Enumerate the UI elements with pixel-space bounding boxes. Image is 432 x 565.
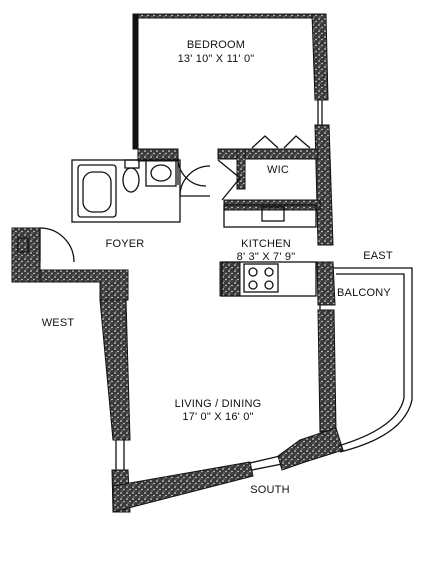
entry-door — [39, 227, 75, 263]
kitchen-sink — [261, 206, 285, 222]
south-wall-right — [277, 427, 344, 471]
bedroom-door — [177, 157, 207, 187]
wic-door-left — [251, 135, 279, 149]
kitchen-door — [217, 159, 241, 201]
living-label: LIVING / DINING — [174, 398, 262, 410]
bath-top-wall — [137, 148, 179, 162]
south-window — [249, 455, 281, 464]
west-label: WEST — [41, 317, 75, 329]
balcony-outline — [333, 267, 413, 453]
kitchen-counter-wall — [219, 261, 241, 297]
south-wall-left — [112, 461, 254, 513]
bedroom-label: BEDROOM — [186, 39, 246, 51]
sink-counter — [145, 159, 177, 187]
burner-3 — [248, 280, 258, 290]
east-label: EAST — [363, 250, 393, 262]
bathtub — [77, 164, 117, 218]
living-west-wall — [99, 299, 131, 441]
bath-door — [179, 165, 211, 197]
toilet-tank — [124, 159, 140, 169]
stove — [243, 263, 279, 293]
wic-left-wall — [236, 148, 246, 190]
burner-4 — [264, 280, 274, 290]
wic-door-right — [283, 135, 311, 149]
foyer-label: FOYER — [105, 238, 145, 250]
entry-closet-icon — [17, 237, 29, 253]
balcony-rail — [336, 273, 405, 447]
bathtub-inner — [82, 171, 112, 213]
kitchen-lower-counter — [221, 261, 317, 297]
bedroom-bottom-wall — [217, 148, 319, 160]
sink-basin — [150, 164, 172, 182]
east-wall-kitchen — [316, 261, 336, 306]
bedroom-dimensions: 13' 10" X 11' 0" — [177, 53, 255, 65]
foyer-west-wall — [11, 227, 41, 283]
kitchen-dimensions: 8' 3" X 7' 9" — [236, 251, 296, 263]
east-wall-living — [317, 309, 337, 433]
bedroom-top-wall — [135, 13, 327, 19]
south-window-b — [251, 463, 283, 471]
living-west-wall-top — [39, 269, 129, 301]
south-label: SOUTH — [250, 484, 290, 496]
bath-room — [71, 159, 181, 223]
bedroom-right-wall — [311, 13, 329, 101]
toilet-bowl — [122, 167, 140, 193]
kitchen-upper-counter — [223, 204, 317, 228]
wic-label: WIC — [267, 164, 289, 176]
living-dimensions: 17' 0" X 16' 0" — [182, 411, 254, 423]
bedroom-right-wall-lower — [314, 124, 334, 246]
burner-1 — [248, 267, 258, 277]
balcony-label: BALCONY — [337, 287, 391, 299]
bedroom-left-wall — [132, 13, 139, 150]
burner-2 — [264, 267, 274, 277]
kitchen-label: KITCHEN — [241, 238, 291, 250]
